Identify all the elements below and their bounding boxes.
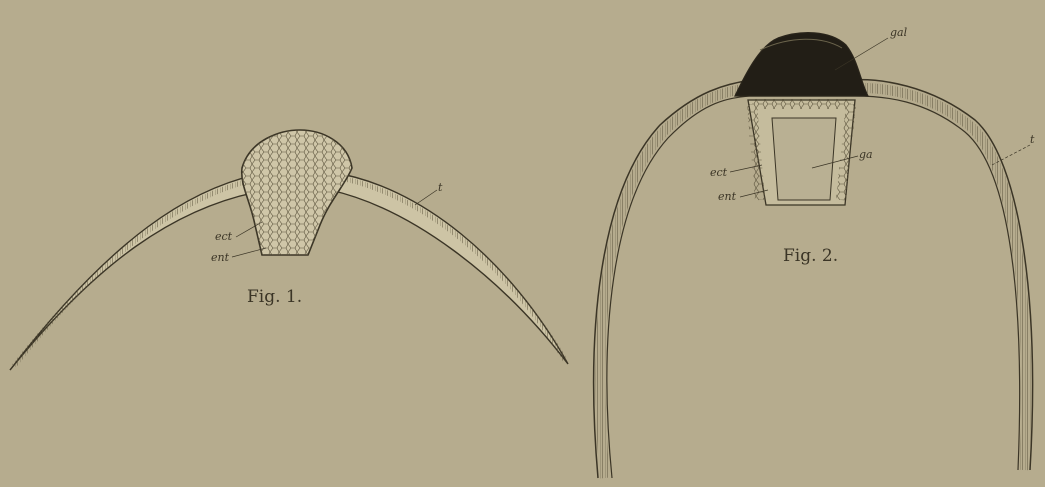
- fig1-label-ent: ent: [211, 251, 230, 264]
- fig1-tentacle-left: [10, 172, 270, 370]
- fig1-tentacle-left-cells: [14, 176, 270, 366]
- figure-1: t ect ent Fig. 1.: [10, 130, 568, 370]
- fig2-caption: Fig. 2.: [783, 246, 838, 266]
- figure-2: gal ga t ect ent Fig. 2.: [594, 26, 1035, 478]
- fig1-label-ect: ect: [215, 230, 233, 243]
- fig2-label-ent: ent: [718, 190, 737, 203]
- fig2-gallert-cap: [735, 33, 868, 96]
- fig1-tentacle-right-cells: [330, 176, 565, 360]
- fig1-label-t: t: [438, 181, 443, 194]
- fig2-label-ga: ga: [859, 148, 873, 161]
- fig2-label-gal: gal: [890, 26, 908, 39]
- fig2-label-t: t: [1030, 133, 1035, 146]
- fig2-label-ect: ect: [710, 166, 728, 179]
- fig1-caption: Fig. 1.: [247, 287, 302, 307]
- fig1-tentacle-right: [330, 172, 568, 364]
